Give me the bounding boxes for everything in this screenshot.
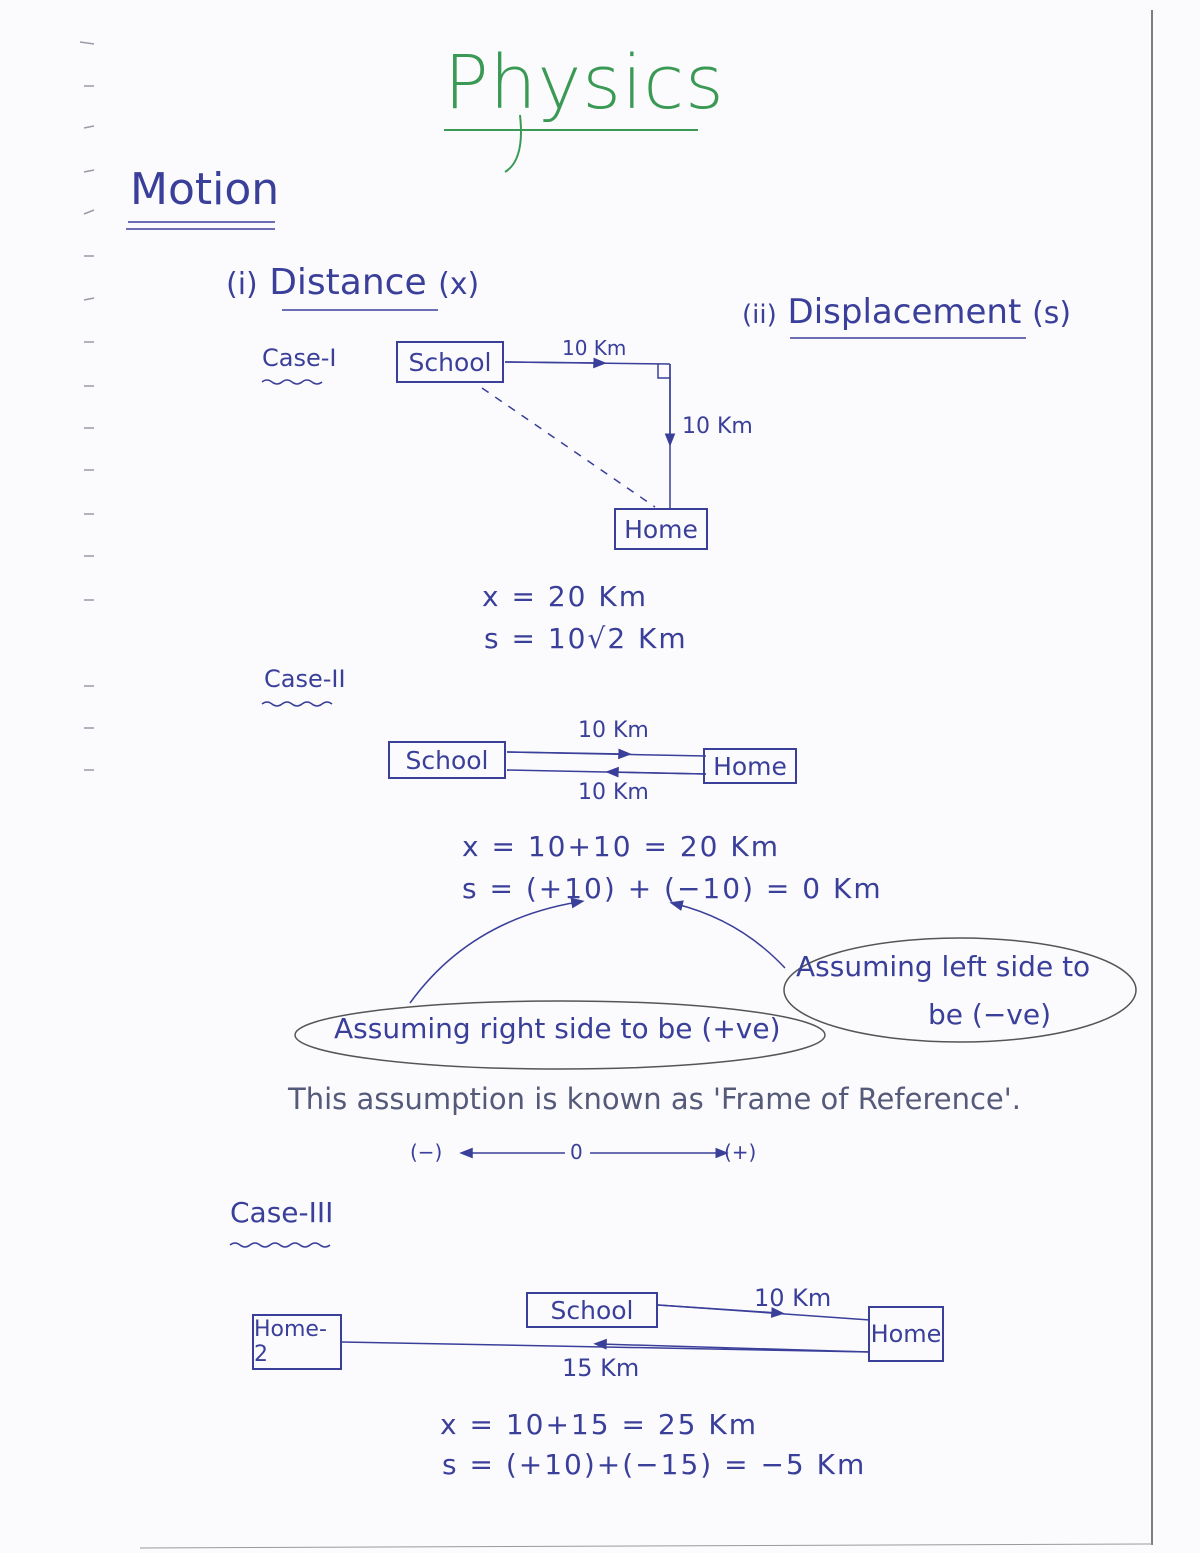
case1-label: Case-I (262, 344, 337, 372)
displacement-heading: (ii) Displacement (s) (742, 292, 1071, 332)
case3-edge-back: 15 Km (562, 1354, 640, 1382)
case3-home2-box: Home-2 (252, 1314, 342, 1370)
case2-displacement-eq: s = (+10) + (−10) = 0 Km (462, 872, 883, 905)
case1-school-box: School (396, 341, 504, 383)
axis-zero: 0 (570, 1140, 583, 1164)
displacement-symbol: (s) (1032, 296, 1072, 331)
case2-distance-eq: x = 10+10 = 20 Km (462, 830, 780, 863)
case1-edge-horizontal: 10 Km (562, 336, 627, 360)
case2-label: Case-II (264, 665, 346, 693)
axis-negative: (−) (410, 1140, 443, 1164)
note-right-positive: Assuming right side to be (+ve) (334, 1012, 781, 1045)
case3-edge-forward: 10 Km (754, 1284, 832, 1312)
distance-heading: (i) Distance (x) (226, 262, 479, 303)
distance-numeral: (i) (226, 267, 258, 302)
case2-school-box: School (388, 741, 506, 779)
case2-edge-back: 10 Km (578, 780, 649, 805)
distance-symbol: (x) (438, 267, 480, 302)
case3-school-box: School (526, 1292, 658, 1328)
case2-edge-forward: 10 Km (578, 718, 649, 743)
case2-home-box: Home (703, 748, 797, 784)
note-left-negative-line1: Assuming left side to (796, 950, 1091, 983)
case1-home-box: Home (614, 508, 708, 550)
case1-displacement-eq: s = 10√2 Km (484, 622, 688, 655)
case1-distance-eq: x = 20 Km (482, 580, 648, 613)
displacement-label: Displacement (787, 292, 1022, 332)
case3-distance-eq: x = 10+15 = 25 Km (440, 1408, 758, 1441)
case3-home-box: Home (868, 1306, 944, 1362)
distance-label: Distance (269, 262, 427, 303)
note-left-negative-line2: be (−ve) (928, 998, 1052, 1031)
axis-positive: (+) (724, 1140, 757, 1164)
case3-displacement-eq: s = (+10)+(−15) = −5 Km (442, 1448, 867, 1481)
section-heading: Motion (130, 164, 280, 215)
displacement-numeral: (ii) (742, 300, 777, 330)
case1-edge-vertical: 10 Km (682, 414, 753, 439)
case3-label: Case-III (230, 1196, 334, 1229)
page-title: Physics (444, 40, 725, 126)
frame-of-reference-text: This assumption is known as 'Frame of Re… (288, 1082, 1021, 1116)
